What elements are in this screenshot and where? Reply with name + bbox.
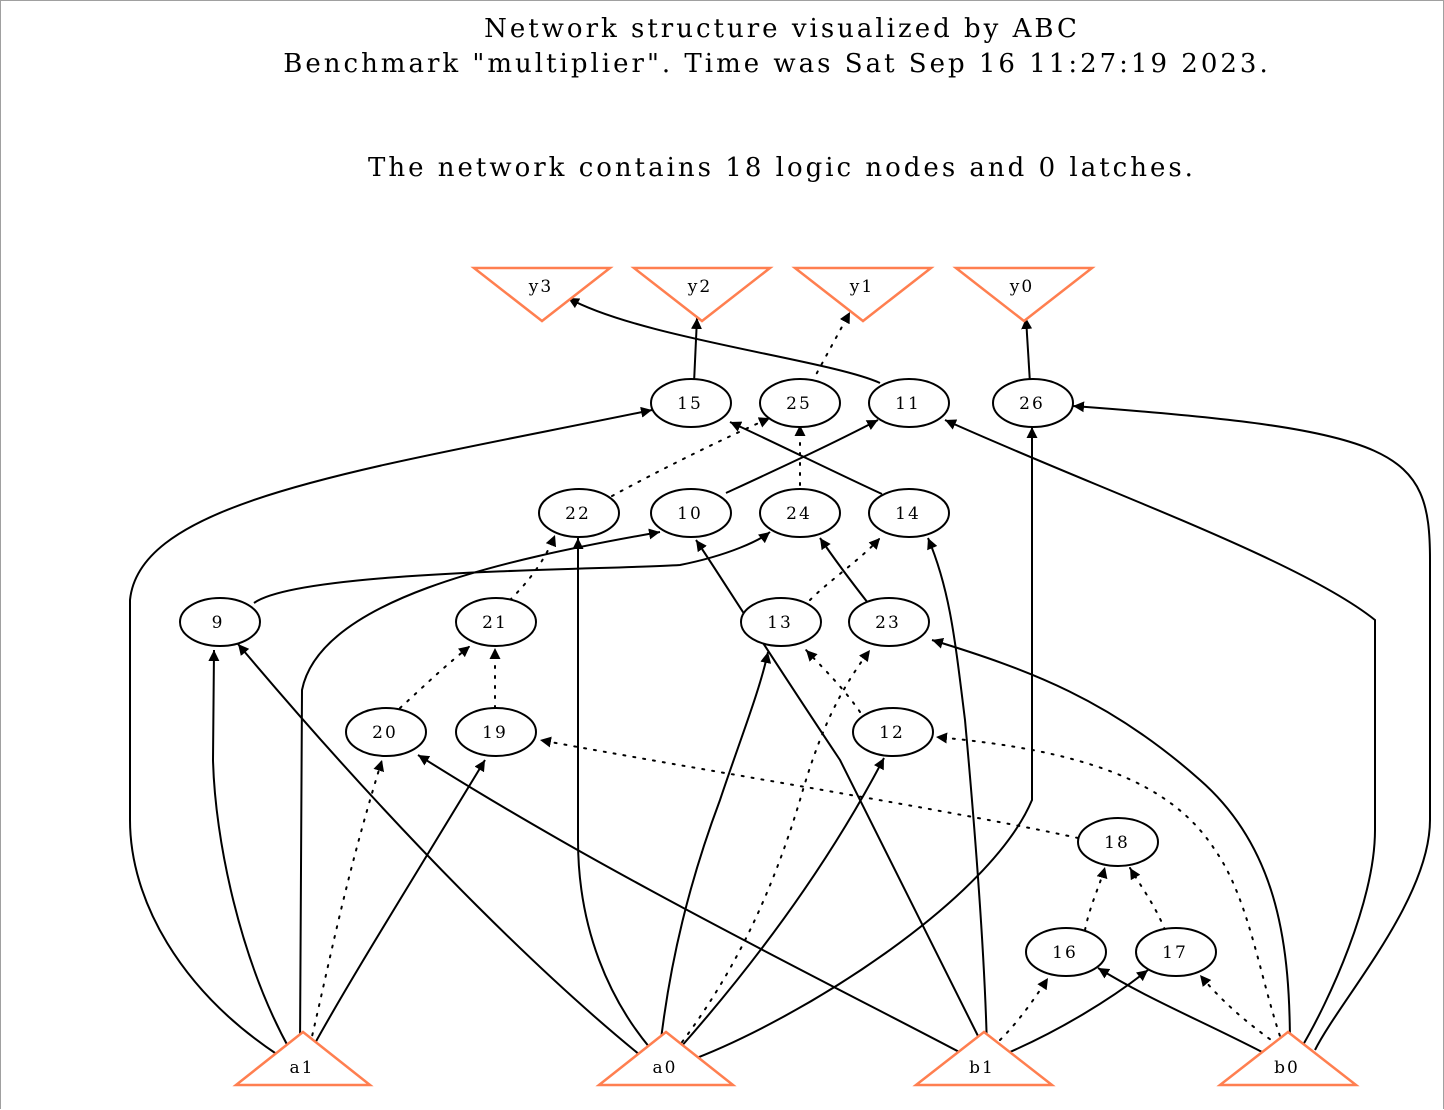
edge-16-18 — [1084, 866, 1108, 931]
logic-node-18[interactable]: 18 — [1077, 817, 1159, 867]
logic-node-19[interactable]: 19 — [455, 707, 537, 757]
logic-node-26[interactable]: 26 — [992, 378, 1074, 428]
edge-11-y3 — [567, 297, 881, 384]
logic-label-23: 23 — [875, 613, 901, 633]
logic-label-21: 21 — [482, 613, 508, 633]
edge-b1-14 — [927, 537, 988, 1051]
edge-b0-16 — [1097, 967, 1263, 1053]
edge-9-24 — [253, 531, 771, 604]
logic-label-11: 11 — [895, 394, 921, 414]
edge-23-24 — [819, 537, 869, 604]
logic-node-13[interactable]: 13 — [740, 597, 822, 647]
edge-b0-11 — [944, 419, 1376, 1051]
edge-b0-23 — [931, 637, 1291, 1049]
input-node-b0[interactable]: b0 — [1216, 1030, 1360, 1087]
edges-layer — [129, 297, 1431, 1063]
edge-12-13 — [805, 649, 861, 713]
logic-node-12[interactable]: 12 — [852, 707, 934, 757]
logic-label-16: 16 — [1052, 943, 1078, 963]
edge-10-11 — [725, 419, 879, 494]
logic-label-9: 9 — [212, 613, 225, 633]
input-label-a0: a0 — [653, 1058, 678, 1078]
logic-node-15[interactable]: 15 — [650, 378, 732, 428]
logic-label-15: 15 — [677, 394, 703, 414]
logic-node-9[interactable]: 9 — [179, 597, 261, 647]
edge-a0-13 — [659, 651, 772, 1049]
edge-20-21 — [399, 645, 471, 709]
edge-18-19 — [539, 736, 1079, 839]
edge-25-y1 — [811, 311, 851, 383]
logic-label-24: 24 — [786, 504, 812, 524]
logic-node-21[interactable]: 21 — [455, 597, 537, 647]
logic-label-14: 14 — [895, 504, 921, 524]
input-node-b1[interactable]: b1 — [912, 1030, 1056, 1087]
logic-node-11[interactable]: 11 — [868, 378, 950, 428]
logic-label-20: 20 — [372, 723, 398, 743]
diagram-title: Network structure visualized by ABC — [484, 14, 1080, 44]
input-node-a1[interactable]: a1 — [232, 1030, 374, 1087]
edge-26-y0 — [1021, 317, 1033, 384]
logic-node-24[interactable]: 24 — [759, 488, 841, 538]
input-label-b0: b0 — [1274, 1058, 1300, 1078]
edge-a1-20 — [309, 759, 385, 1046]
logic-label-18: 18 — [1104, 833, 1130, 853]
logic-label-12: 12 — [879, 723, 905, 743]
network-summary: The network contains 18 logic nodes and … — [368, 153, 1196, 183]
logic-node-17[interactable]: 17 — [1135, 927, 1217, 977]
edge-14-15 — [729, 421, 883, 495]
nodes-layer: y3 y2 y1 y0 a1 a0 b1 b0 — [179, 266, 1360, 1087]
edge-b1-16 — [999, 977, 1049, 1041]
edge-a0-12 — [679, 757, 885, 1049]
logic-node-10[interactable]: 10 — [650, 488, 732, 538]
edge-22-25 — [611, 417, 771, 497]
edge-13-14 — [809, 537, 881, 601]
input-label-a1: a1 — [290, 1058, 315, 1078]
edge-b1-17 — [1009, 969, 1149, 1053]
output-node-y3[interactable]: y3 — [470, 266, 614, 323]
output-node-y0[interactable]: y0 — [952, 266, 1096, 323]
edge-15-y2 — [690, 317, 702, 384]
output-label-y0: y0 — [1009, 277, 1034, 297]
diagram-subtitle: Benchmark "multiplier". Time was Sat Sep… — [283, 49, 1270, 79]
logic-label-17: 17 — [1162, 943, 1188, 963]
edge-a1-19 — [313, 759, 486, 1046]
output-label-y2: y2 — [687, 277, 712, 297]
logic-node-25[interactable]: 25 — [759, 378, 841, 428]
logic-node-22[interactable]: 22 — [538, 488, 620, 538]
logic-label-22: 22 — [565, 504, 591, 524]
edge-17-18 — [1129, 867, 1166, 931]
logic-node-14[interactable]: 14 — [868, 488, 950, 538]
logic-label-10: 10 — [677, 504, 703, 524]
input-node-a0[interactable]: a0 — [595, 1030, 737, 1087]
edge-a0-9 — [237, 643, 641, 1056]
edge-a0-22 — [572, 538, 651, 1049]
logic-node-20[interactable]: 20 — [345, 707, 427, 757]
logic-label-26: 26 — [1019, 394, 1045, 414]
logic-label-25: 25 — [786, 394, 812, 414]
output-node-y1[interactable]: y1 — [791, 266, 935, 323]
logic-node-16[interactable]: 16 — [1025, 927, 1107, 977]
logic-node-23[interactable]: 23 — [848, 597, 930, 647]
output-label-y1: y1 — [849, 277, 874, 297]
edge-a0-26 — [685, 427, 1038, 1063]
output-label-y3: y3 — [528, 277, 553, 297]
logic-label-19: 19 — [482, 723, 508, 743]
edge-a1-9 — [208, 649, 291, 1051]
edge-b1-20 — [417, 754, 966, 1056]
edge-b1-10 — [695, 539, 985, 1049]
edge-a1-15 — [129, 406, 653, 1056]
output-node-y2[interactable]: y2 — [630, 266, 774, 323]
edge-21-22 — [509, 534, 557, 601]
logic-label-13: 13 — [767, 613, 793, 633]
edge-a1-10 — [299, 528, 661, 1049]
input-label-b1: b1 — [969, 1058, 995, 1078]
edge-a0-23 — [675, 649, 871, 1051]
edge-b0-26 — [1072, 401, 1431, 1051]
edge-b0-17 — [1199, 974, 1279, 1046]
